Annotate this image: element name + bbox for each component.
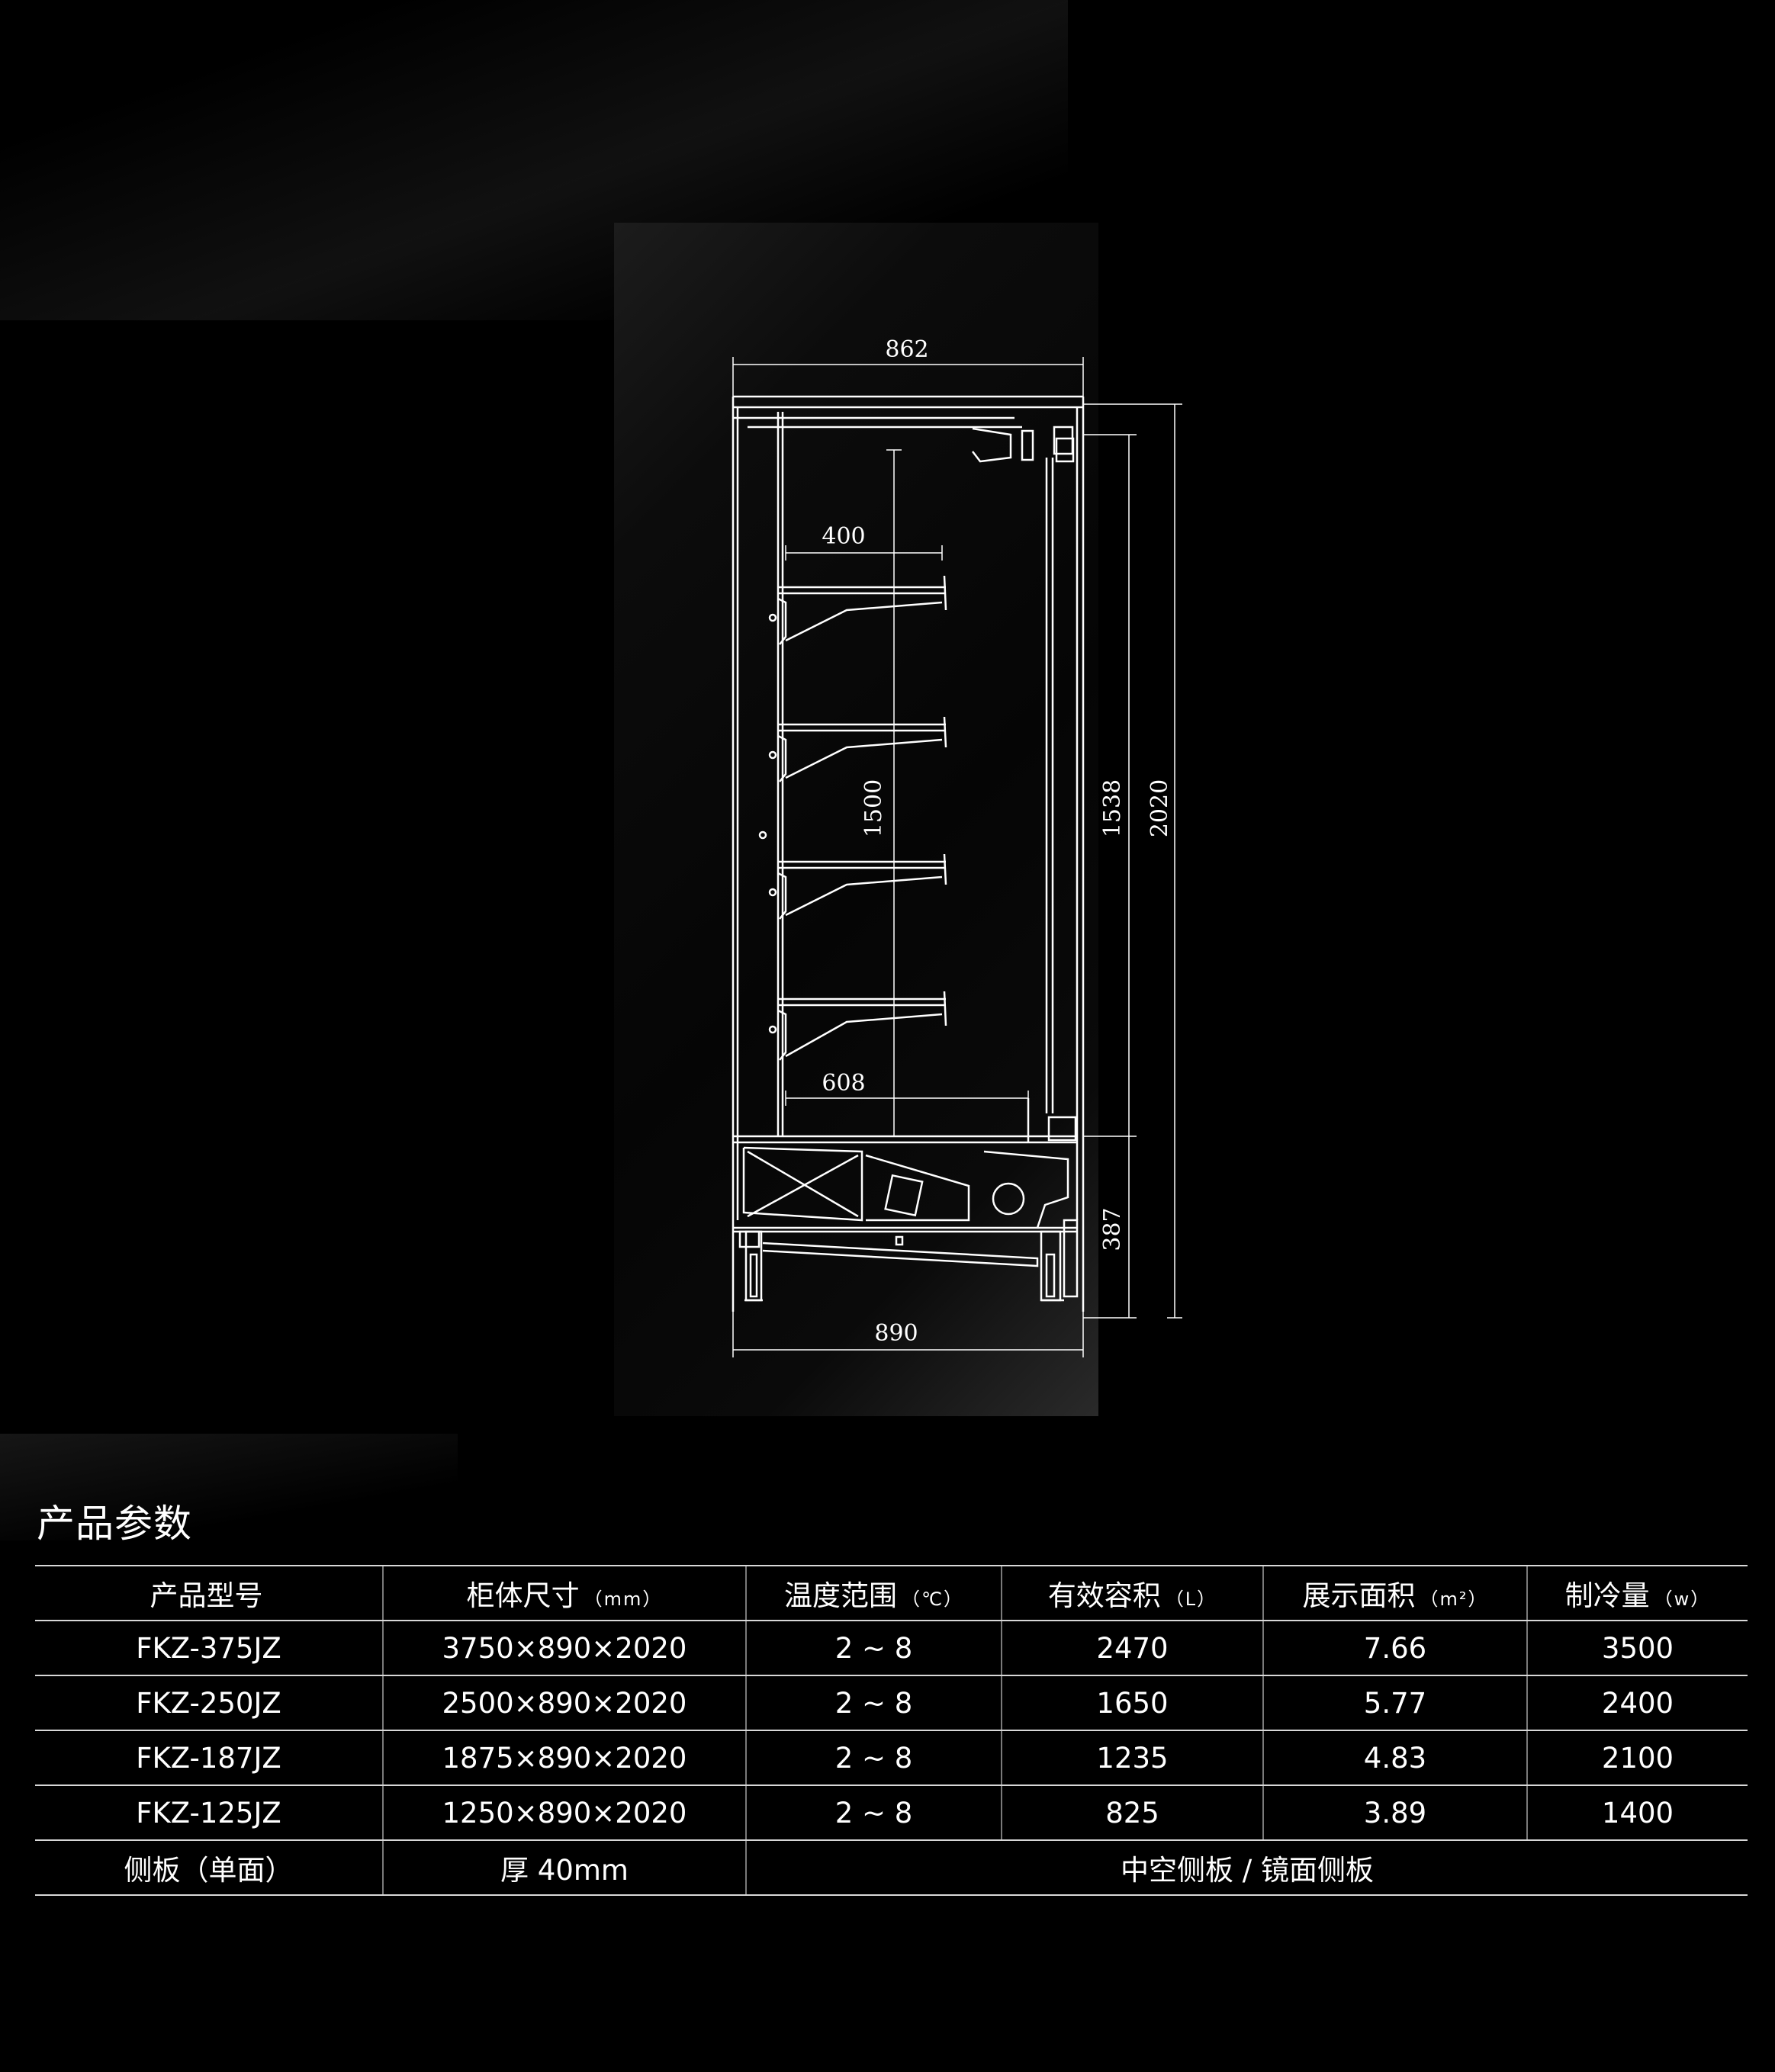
section-title: 产品参数 bbox=[37, 1502, 192, 1546]
side-panel-options: 中空侧板 / 镜面侧板 bbox=[745, 1839, 1748, 1896]
header-size: 柜体尺寸（mm） bbox=[382, 1565, 746, 1621]
table-row: FKZ-187JZ 1875×890×2020 2 ~ 8 1235 4.83 … bbox=[35, 1730, 1748, 1786]
header-cooling: 制冷量（w） bbox=[1526, 1565, 1748, 1621]
dim-label-top-width: 862 bbox=[885, 336, 928, 363]
cell-size: 1875×890×2020 bbox=[382, 1730, 746, 1786]
cell-model: FKZ-375JZ bbox=[35, 1620, 383, 1676]
dim-label-display-height: 1538 bbox=[1099, 779, 1126, 837]
dimension-lines bbox=[732, 357, 1182, 1357]
cell-temperature: 2 ~ 8 bbox=[745, 1620, 1002, 1676]
cell-volume: 825 bbox=[1001, 1784, 1263, 1841]
dim-label-base-height: 387 bbox=[1099, 1207, 1126, 1251]
shelf-4 bbox=[768, 991, 947, 1061]
cell-temperature: 2 ~ 8 bbox=[745, 1730, 1002, 1786]
header-volume: 有效容积（L） bbox=[1001, 1565, 1263, 1621]
dim-label-total-height: 2020 bbox=[1146, 779, 1173, 837]
shelf-2 bbox=[768, 716, 947, 782]
cell-cooling: 1400 bbox=[1526, 1784, 1748, 1841]
cell-model: FKZ-187JZ bbox=[35, 1730, 383, 1786]
cell-size: 2500×890×2020 bbox=[382, 1675, 746, 1731]
side-panel-thickness: 厚 40mm bbox=[382, 1839, 746, 1896]
cell-size: 1250×890×2020 bbox=[382, 1784, 746, 1841]
cell-temperature: 2 ~ 8 bbox=[745, 1784, 1002, 1841]
table-header-row: 产品型号 柜体尺寸（mm） 温度范围（℃） 有效容积（L） 展示面积（m²） 制… bbox=[35, 1565, 1748, 1621]
cabinet-outline bbox=[732, 395, 1085, 1312]
header-display-area: 展示面积（m²） bbox=[1262, 1565, 1527, 1621]
dim-label-bottom-depth: 608 bbox=[822, 1070, 865, 1097]
side-panel-label: 侧板（单面） bbox=[35, 1839, 383, 1896]
spec-table: 产品型号 柜体尺寸（mm） 温度范围（℃） 有效容积（L） 展示面积（m²） 制… bbox=[35, 1565, 1748, 1896]
base-machine bbox=[733, 1098, 1077, 1267]
header-model: 产品型号 bbox=[35, 1565, 383, 1621]
table-row: FKZ-250JZ 2500×890×2020 2 ~ 8 1650 5.77 … bbox=[35, 1675, 1748, 1731]
canopy bbox=[777, 412, 1075, 1136]
cell-model: FKZ-125JZ bbox=[35, 1784, 383, 1841]
cell-volume: 1235 bbox=[1001, 1730, 1263, 1786]
cell-cooling: 2400 bbox=[1526, 1675, 1748, 1731]
cell-volume: 2470 bbox=[1001, 1620, 1263, 1676]
cell-model: FKZ-250JZ bbox=[35, 1675, 383, 1731]
cell-temperature: 2 ~ 8 bbox=[745, 1675, 1002, 1731]
cell-size: 3750×890×2020 bbox=[382, 1620, 746, 1676]
dim-label-inner-height: 1500 bbox=[860, 779, 887, 837]
cell-display-area: 4.83 bbox=[1262, 1730, 1527, 1786]
side-panel-row: 侧板（单面） 厚 40mm 中空侧板 / 镜面侧板 bbox=[35, 1839, 1748, 1896]
feet bbox=[738, 1219, 1079, 1302]
table-row: FKZ-125JZ 1250×890×2020 2 ~ 8 825 3.89 1… bbox=[35, 1784, 1748, 1841]
cell-display-area: 3.89 bbox=[1262, 1784, 1527, 1841]
cell-cooling: 3500 bbox=[1526, 1620, 1748, 1676]
shelf-1 bbox=[768, 575, 947, 645]
cell-volume: 1650 bbox=[1001, 1675, 1263, 1731]
shelves bbox=[758, 575, 947, 1061]
shelf-3 bbox=[758, 830, 947, 920]
header-temperature: 温度范围（℃） bbox=[745, 1565, 1002, 1621]
cell-display-area: 7.66 bbox=[1262, 1620, 1527, 1676]
cell-display-area: 5.77 bbox=[1262, 1675, 1527, 1731]
cell-cooling: 2100 bbox=[1526, 1730, 1748, 1786]
dim-label-total-depth: 890 bbox=[874, 1320, 918, 1347]
table-row: FKZ-375JZ 3750×890×2020 2 ~ 8 2470 7.66 … bbox=[35, 1620, 1748, 1676]
dim-label-shelf-depth: 400 bbox=[822, 523, 865, 550]
